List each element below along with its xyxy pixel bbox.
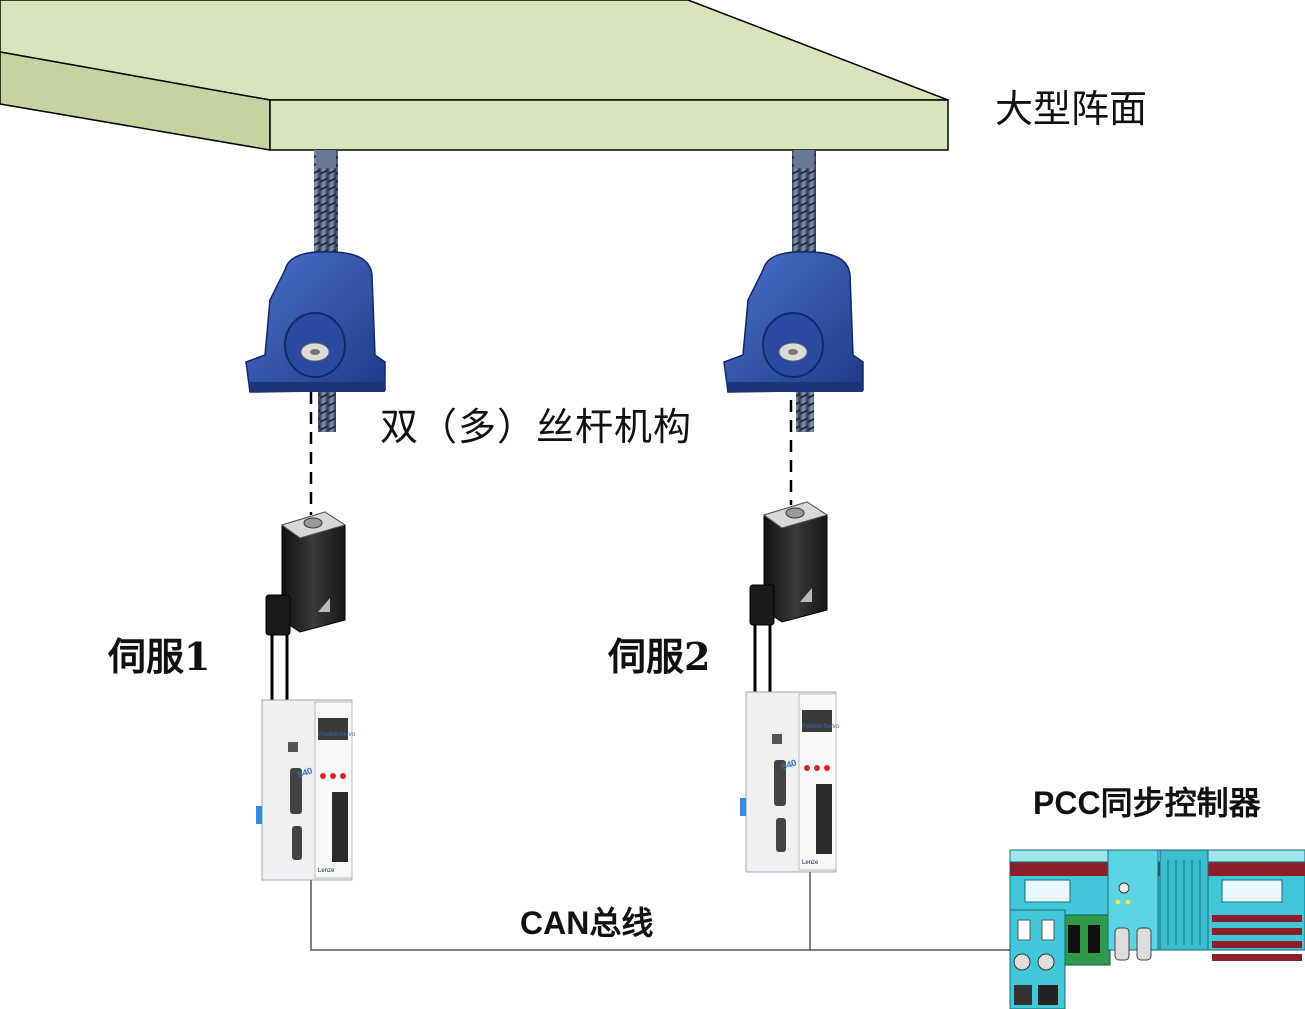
svg-text:940: 940 [780,757,798,772]
pcc-controller-label: PCC同步控制器 [1033,785,1261,821]
can-bus-line [310,880,1010,951]
svg-text:940: 940 [296,765,314,780]
motor-cable [270,625,772,705]
svg-text:Lenze: Lenze [318,868,335,874]
servo-motor-icon [265,511,347,636]
servo-1-label: 伺服1 [108,634,211,679]
can-bus-label: CAN总线 [520,905,654,941]
large-array-platform [0,0,949,151]
large-array-label: 大型阵面 [995,87,1148,131]
servo-2-label: 伺服2 [608,634,711,679]
servo-motor-icon [749,501,829,626]
screw-mechanism-label: 双（多）丝杆机构 [380,405,693,449]
servo-drive-icon: PositionServo 940 Lenze [256,699,356,881]
servo-drive-icon: PositionServo 940 Lenze [740,691,840,873]
screw-jack-icon [245,150,386,432]
svg-text:PositionServo: PositionServo [802,724,840,730]
svg-text:Lenze: Lenze [802,860,819,866]
screw-jack-icon [723,150,864,432]
svg-text:PositionServo: PositionServo [318,732,356,738]
plc-controller-icon [1009,849,1305,1009]
